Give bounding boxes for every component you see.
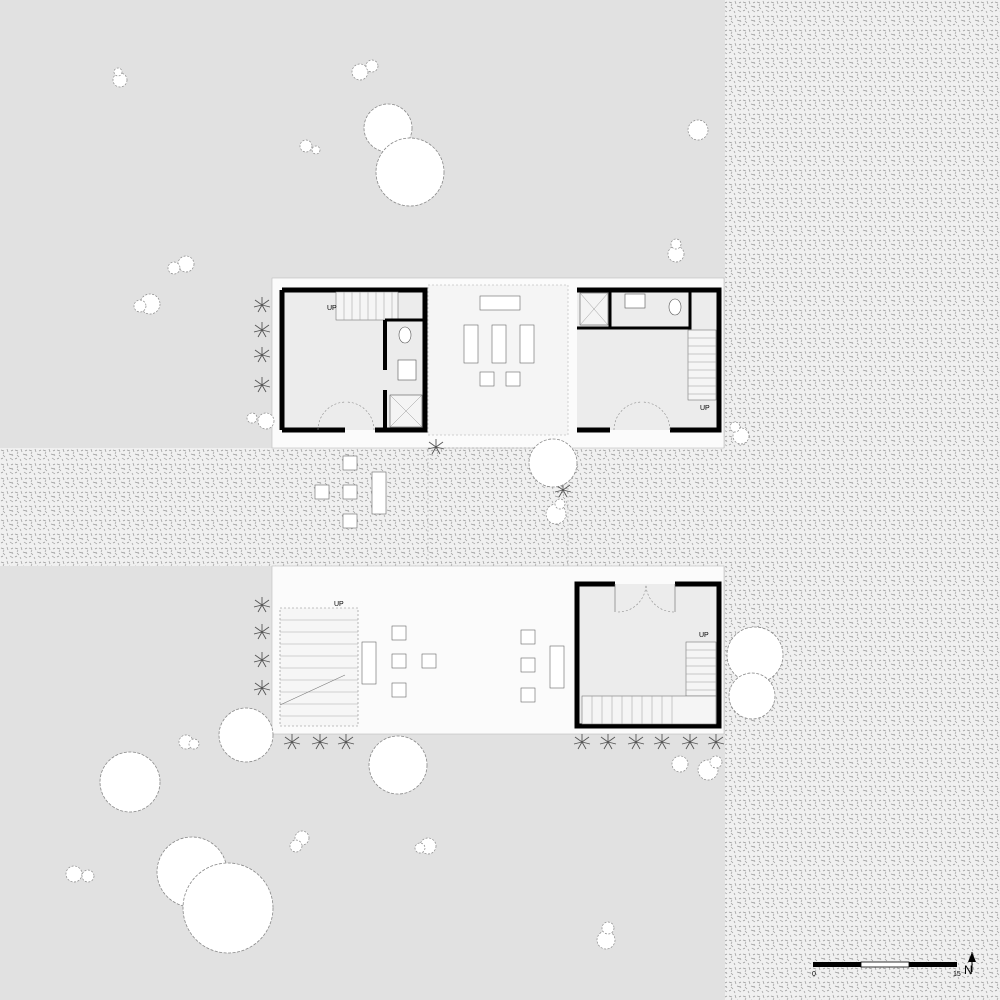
toilet-icon: [668, 298, 682, 316]
stair-icon: [687, 329, 717, 401]
gravel-path: [0, 448, 725, 566]
room-upper-left: UP: [279, 287, 428, 433]
shrub-icon: [65, 59, 750, 950]
north-label: N: [964, 963, 973, 977]
scale-start-label: 0: [812, 971, 816, 978]
stair-up-label: UP: [700, 405, 710, 412]
scale-end-label: 15: [953, 971, 961, 978]
door-icon: [317, 401, 375, 431]
stair-up-label: UP: [334, 601, 344, 608]
door-icon: [613, 401, 671, 431]
sink-icon: [624, 293, 646, 309]
door-icon: [614, 583, 676, 613]
room-lower-right: UP: [574, 581, 722, 729]
shower-icon: [389, 394, 423, 428]
shower-icon: [579, 292, 609, 326]
deck-furniture: [361, 625, 565, 703]
breezeway-furniture: [463, 295, 535, 387]
tree-icon: [99, 103, 784, 954]
stair-up-label: UP: [699, 632, 709, 639]
toilet-icon: [398, 326, 412, 344]
stair-icon: [279, 607, 359, 727]
room-upper-right: UP: [577, 287, 722, 433]
stair-icon: [335, 291, 399, 321]
sink-icon: [397, 359, 417, 381]
north-arrow-icon: N: [964, 952, 976, 977]
stair-icon: [581, 641, 717, 725]
stair-up-label: UP: [327, 305, 337, 312]
patio-furniture: [314, 455, 387, 529]
gravel-east: [725, 0, 1000, 1000]
scale-bar: 0 15: [812, 961, 961, 978]
